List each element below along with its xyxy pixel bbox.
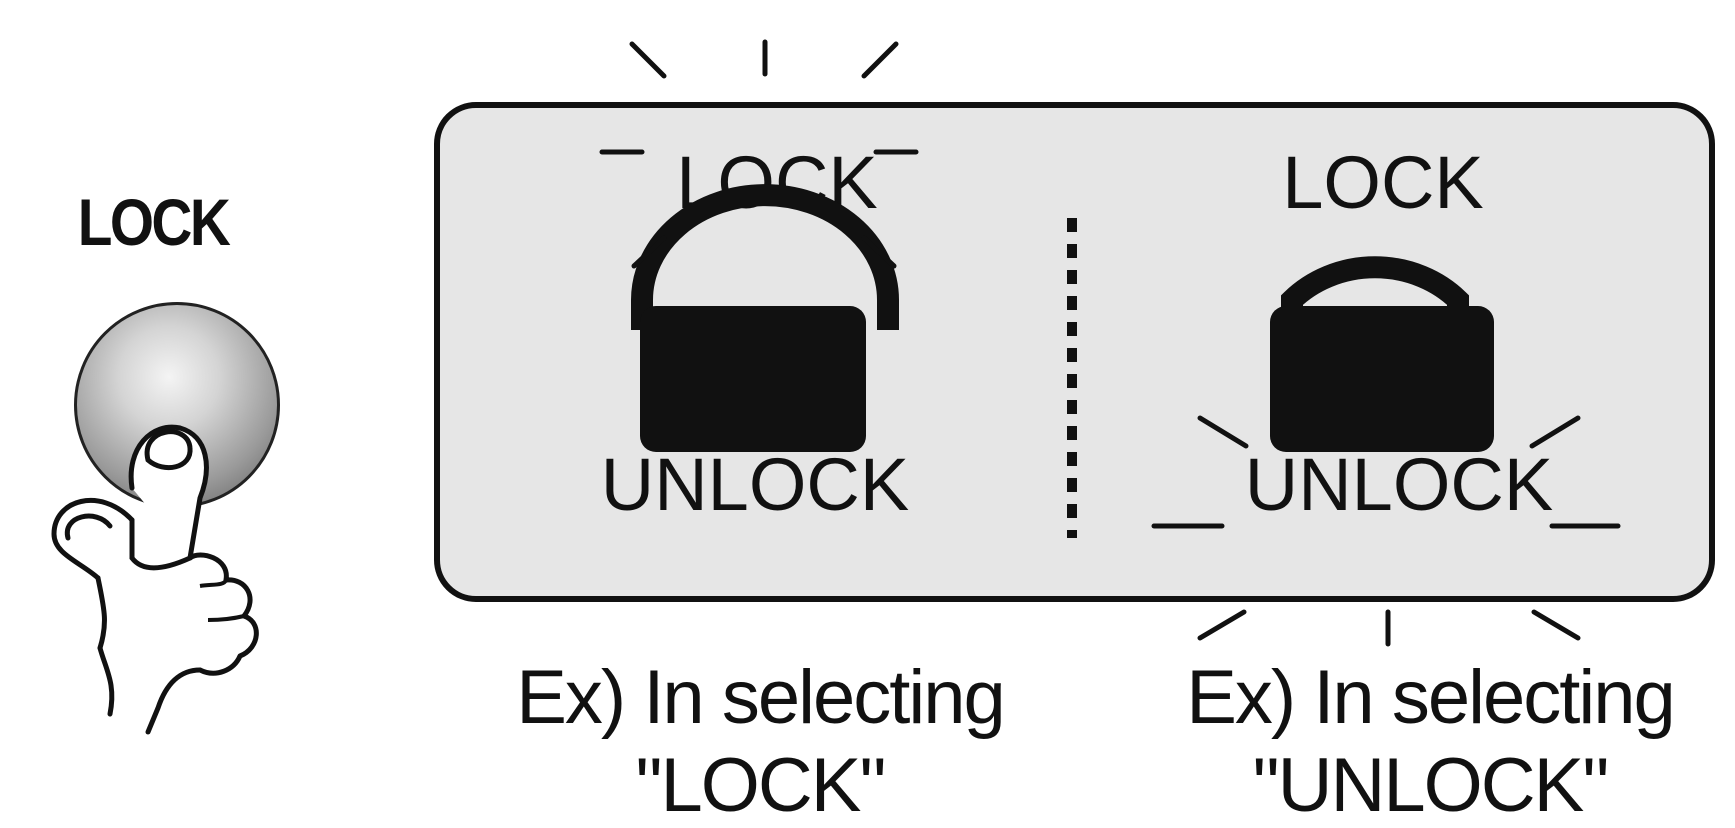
lock-button-label: LOCK bbox=[77, 185, 231, 259]
right-unlock-label: UNLOCK bbox=[1244, 443, 1554, 526]
right-caption-line1: Ex) In selecting bbox=[1186, 655, 1676, 740]
right-caption-line2: "UNLOCK" bbox=[1252, 743, 1610, 828]
left-unlock-label: UNLOCK bbox=[600, 443, 910, 526]
left-caption-line2: "LOCK" bbox=[635, 743, 887, 828]
left-lock-label: LOCK bbox=[676, 141, 878, 224]
left-caption-line1: Ex) In selecting bbox=[516, 655, 1006, 740]
right-lock-label: LOCK bbox=[1282, 141, 1484, 224]
hand-pressing-icon bbox=[51, 424, 259, 735]
mode-display-panel: LOCK UNLOCK LOCK UNLOCK bbox=[434, 102, 1715, 602]
